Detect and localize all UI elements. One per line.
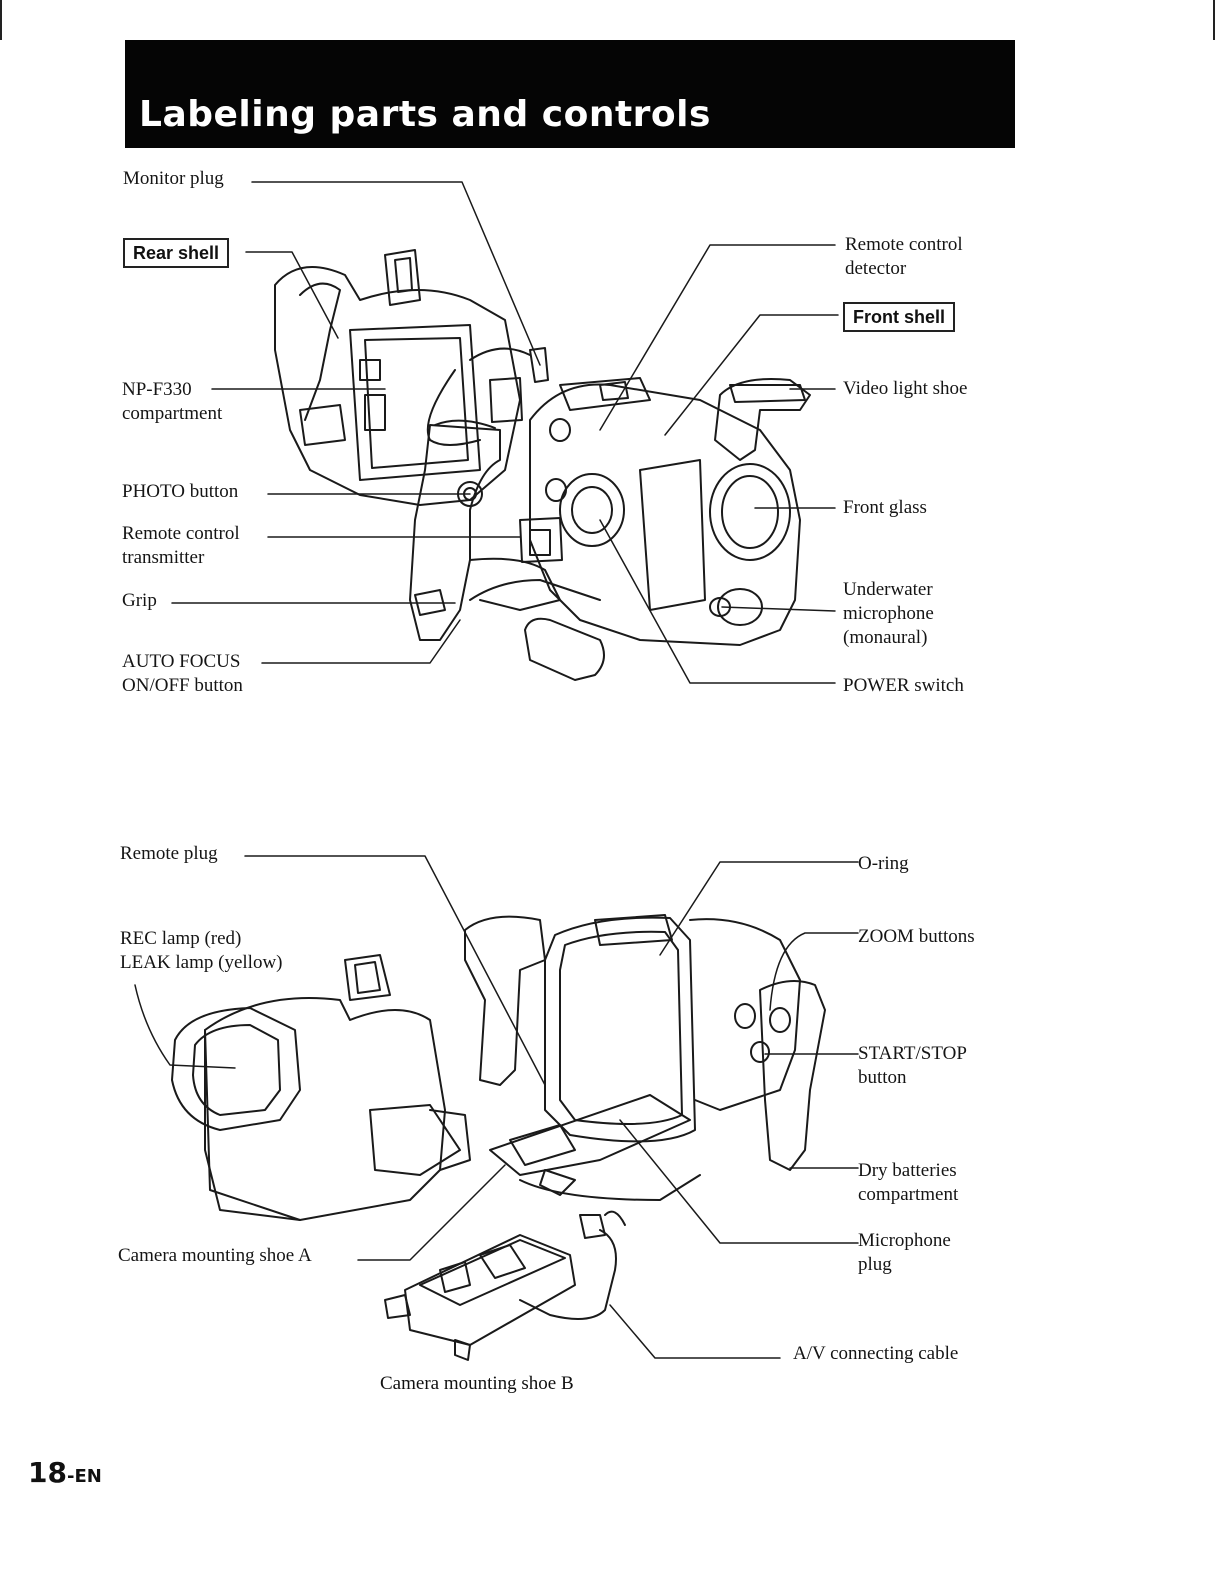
label-underwater-microphone: Underwater microphone (monaural) <box>843 579 934 648</box>
label-monitor-plug: Monitor plug <box>123 168 224 189</box>
label-photo-button: PHOTO button <box>122 481 239 502</box>
front-shell-drawing <box>409 377 811 681</box>
title-bar: Labeling parts and controls <box>125 40 1015 148</box>
label-av-connecting-cable: A/V connecting cable <box>793 1343 959 1364</box>
right-edge-mark <box>1213 0 1215 40</box>
label-front-shell: Front shell <box>843 302 956 332</box>
label-rear-shell: Rear shell <box>123 238 230 268</box>
label-camera-mounting-shoe-b: Camera mounting shoe B <box>380 1373 574 1394</box>
label-camera-mounting-shoe-a: Camera mounting shoe A <box>118 1245 312 1266</box>
left-edge-mark <box>0 0 2 40</box>
label-dry-batteries-compartment: Dry batteries compartment <box>858 1160 959 1205</box>
bottom-leader-lines <box>134 855 859 1359</box>
label-auto-focus-button: AUTO FOCUS ON/OFF button <box>122 651 243 696</box>
rear-shell-drawing <box>274 249 549 506</box>
top-leader-lines <box>171 181 839 684</box>
label-front-glass: Front glass <box>843 497 927 518</box>
label-zoom-buttons: ZOOM buttons <box>858 926 975 947</box>
label-video-light-shoe: Video light shoe <box>843 378 968 399</box>
label-o-ring: O-ring <box>858 853 909 874</box>
rear-shell-bottom-drawing <box>171 954 471 1221</box>
front-shell-bottom-drawing <box>384 914 826 1361</box>
label-remote-control-transmitter: Remote control transmitter <box>122 523 240 568</box>
page-title: Labeling parts and controls <box>139 94 711 135</box>
label-start-stop-button: START/STOP button <box>858 1043 967 1088</box>
label-microphone-plug: Microphone plug <box>858 1230 951 1275</box>
label-grip: Grip <box>122 590 157 611</box>
label-power-switch: POWER switch <box>843 675 964 696</box>
page-number: 18-EN <box>28 1456 102 1489</box>
label-remote-plug: Remote plug <box>120 843 218 864</box>
label-remote-control-detector: Remote control detector <box>845 234 963 279</box>
label-rec-leak-lamps: REC lamp (red) LEAK lamp (yellow) <box>120 928 283 973</box>
label-np-f330-compartment: NP-F330 compartment <box>122 379 223 424</box>
